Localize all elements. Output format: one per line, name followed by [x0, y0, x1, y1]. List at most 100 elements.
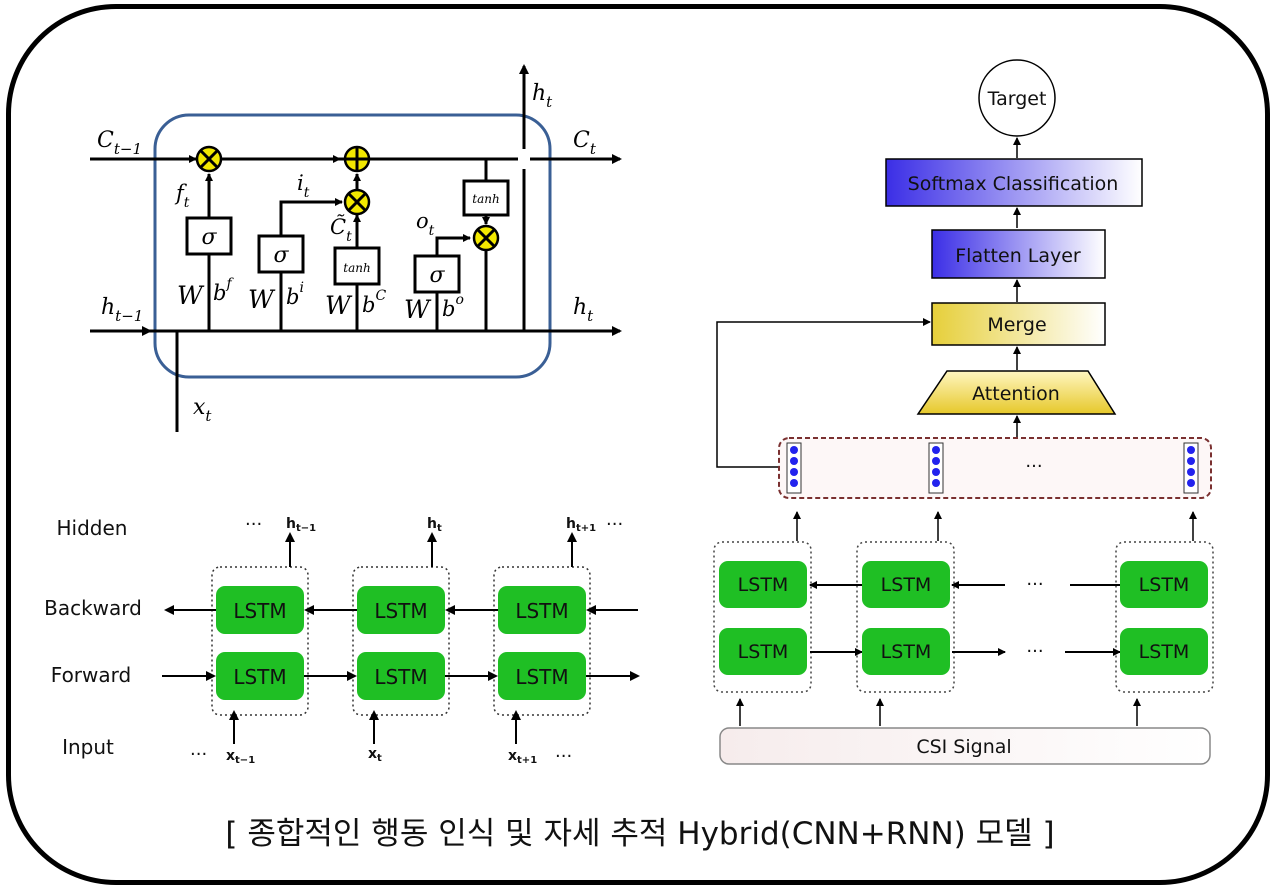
c-out-label: Ct — [573, 128, 597, 158]
svg-text:LSTM: LSTM — [881, 574, 932, 596]
h-prev-label: ht−1 — [101, 295, 143, 325]
input-ellipsis-left: ··· — [190, 744, 207, 765]
cell-tanh-box — [462, 179, 510, 217]
bilstm-backward-cell-1: LSTM — [216, 586, 304, 634]
hybrid-forward-cell-1: LSTM — [719, 628, 807, 675]
svg-text:LSTM: LSTM — [233, 599, 286, 623]
softmax-label: Softmax Classification — [908, 173, 1119, 195]
hybrid-timestep-box-1 — [713, 541, 812, 693]
flatten-layer — [931, 229, 1106, 279]
hybrid-backward-cell-2: LSTM — [862, 561, 950, 608]
flatten-label: Flatten Layer — [955, 245, 1081, 267]
w-forget-label: W — [177, 281, 205, 310]
merge-layer — [931, 302, 1106, 346]
attention-layer — [916, 370, 1117, 415]
hidden-output-3: ht+1 — [566, 516, 596, 534]
csi-signal-input — [719, 727, 1211, 765]
candidate-tanh-label: tanh — [343, 261, 370, 275]
bilstm-forward-cell-2: LSTM — [357, 652, 445, 700]
cell-add-icon — [343, 145, 371, 173]
b-output-label: bo — [442, 292, 464, 321]
input-item-1: xt−1 — [226, 748, 255, 766]
hybrid-forward-ellipsis: ··· — [1026, 641, 1043, 662]
hidden-ellipsis-right: ··· — [606, 514, 623, 535]
row-label-backward: Backward — [44, 596, 142, 620]
candidate-tanh-box — [333, 246, 381, 286]
timestep-box-1 — [211, 566, 309, 716]
hybrid-forward-cell-2: LSTM — [862, 628, 950, 675]
c-prev-label: Ct−1 — [97, 128, 142, 158]
output-sigma-label: σ — [429, 263, 445, 288]
target-node — [978, 59, 1056, 137]
b-forget-label: bf — [213, 276, 234, 305]
row-label-input: Input — [62, 735, 114, 759]
input-multiply-icon — [343, 188, 371, 216]
svg-text:LSTM: LSTM — [738, 641, 789, 663]
svg-text:LSTM: LSTM — [515, 599, 568, 623]
bilstm-diagram: Hidden Backward Forward Input LSTM — [44, 514, 640, 767]
w-input-label: W — [248, 285, 276, 314]
hidden-output-2: ht — [427, 516, 442, 534]
feature-column-2 — [928, 442, 944, 494]
hybrid-timestep-box-3 — [1115, 541, 1214, 693]
hidden-ellipsis-left: ··· — [245, 514, 262, 535]
h-top-label: ht — [532, 81, 553, 111]
svg-text:LSTM: LSTM — [1139, 574, 1190, 596]
b-candidate-label: bC — [362, 288, 386, 317]
hybrid-backward-cell-3: LSTM — [1120, 561, 1208, 608]
input-sigma-box — [257, 234, 305, 274]
w-output-label: W — [404, 295, 432, 324]
lstm-cell-diagram: Ct−1 Ct ht−1 ht ht xt ft it C̃t ot σ σ σ… — [90, 64, 622, 432]
hybrid-forward-cell-3: LSTM — [1120, 628, 1208, 675]
feature-vector-container — [778, 437, 1212, 499]
row-label-hidden: Hidden — [57, 516, 128, 540]
timestep-box-2 — [352, 566, 450, 716]
bilstm-forward-cell-3: LSTM — [498, 652, 586, 700]
svg-text:LSTM: LSTM — [1139, 641, 1190, 663]
w-candidate-label: W — [325, 291, 353, 320]
output-multiply-icon — [472, 224, 500, 252]
input-ellipsis-right: ··· — [555, 746, 572, 767]
softmax-layer — [885, 158, 1143, 207]
timestep-box-3 — [493, 566, 591, 716]
forget-sigma-label: σ — [201, 225, 217, 250]
svg-text:LSTM: LSTM — [515, 665, 568, 689]
input-gate-label: it — [297, 171, 310, 201]
hybrid-backward-ellipsis: ··· — [1026, 574, 1043, 595]
output-gate-label: ot — [416, 209, 435, 239]
forget-gate-label: ft — [174, 181, 190, 211]
feature-ellipsis: ··· — [1025, 456, 1042, 477]
hybrid-model-diagram: Target Softmax Classification Flatten La… — [713, 59, 1214, 765]
target-label: Target — [987, 88, 1047, 110]
forget-sigma-box — [185, 216, 233, 256]
candidate-label: C̃t — [330, 215, 352, 245]
svg-text:LSTM: LSTM — [374, 599, 427, 623]
svg-text:LSTM: LSTM — [881, 641, 932, 663]
forget-multiply-icon — [195, 145, 223, 173]
feature-column-3 — [1183, 442, 1199, 494]
input-item-2: xt — [368, 746, 382, 764]
input-sigma-label: σ — [273, 243, 289, 268]
csi-signal-label: CSI Signal — [916, 736, 1011, 758]
h-out-label: ht — [573, 295, 594, 325]
bilstm-backward-cell-3: LSTM — [498, 586, 586, 634]
feature-column-1 — [786, 442, 802, 494]
cell-boundary — [153, 113, 552, 379]
bilstm-forward-cell-1: LSTM — [216, 652, 304, 700]
svg-text:LSTM: LSTM — [374, 665, 427, 689]
attention-label: Attention — [972, 383, 1060, 405]
x-input-label: xt — [193, 395, 212, 425]
row-label-forward: Forward — [51, 663, 131, 687]
output-sigma-box — [413, 254, 461, 294]
svg-text:LSTM: LSTM — [233, 665, 286, 689]
b-input-label: bi — [286, 280, 304, 309]
hybrid-timestep-box-2 — [856, 541, 955, 693]
figure-caption: [ 종합적인 행동 인식 및 자세 추적 Hybrid(CNN+RNN) 모델 … — [225, 816, 1055, 852]
merge-label: Merge — [987, 314, 1046, 336]
svg-text:LSTM: LSTM — [738, 574, 789, 596]
hybrid-backward-cell-1: LSTM — [719, 561, 807, 608]
input-item-3: xt+1 — [508, 748, 537, 766]
cell-tanh-label: tanh — [472, 192, 499, 206]
hidden-output-1: ht−1 — [286, 516, 316, 534]
